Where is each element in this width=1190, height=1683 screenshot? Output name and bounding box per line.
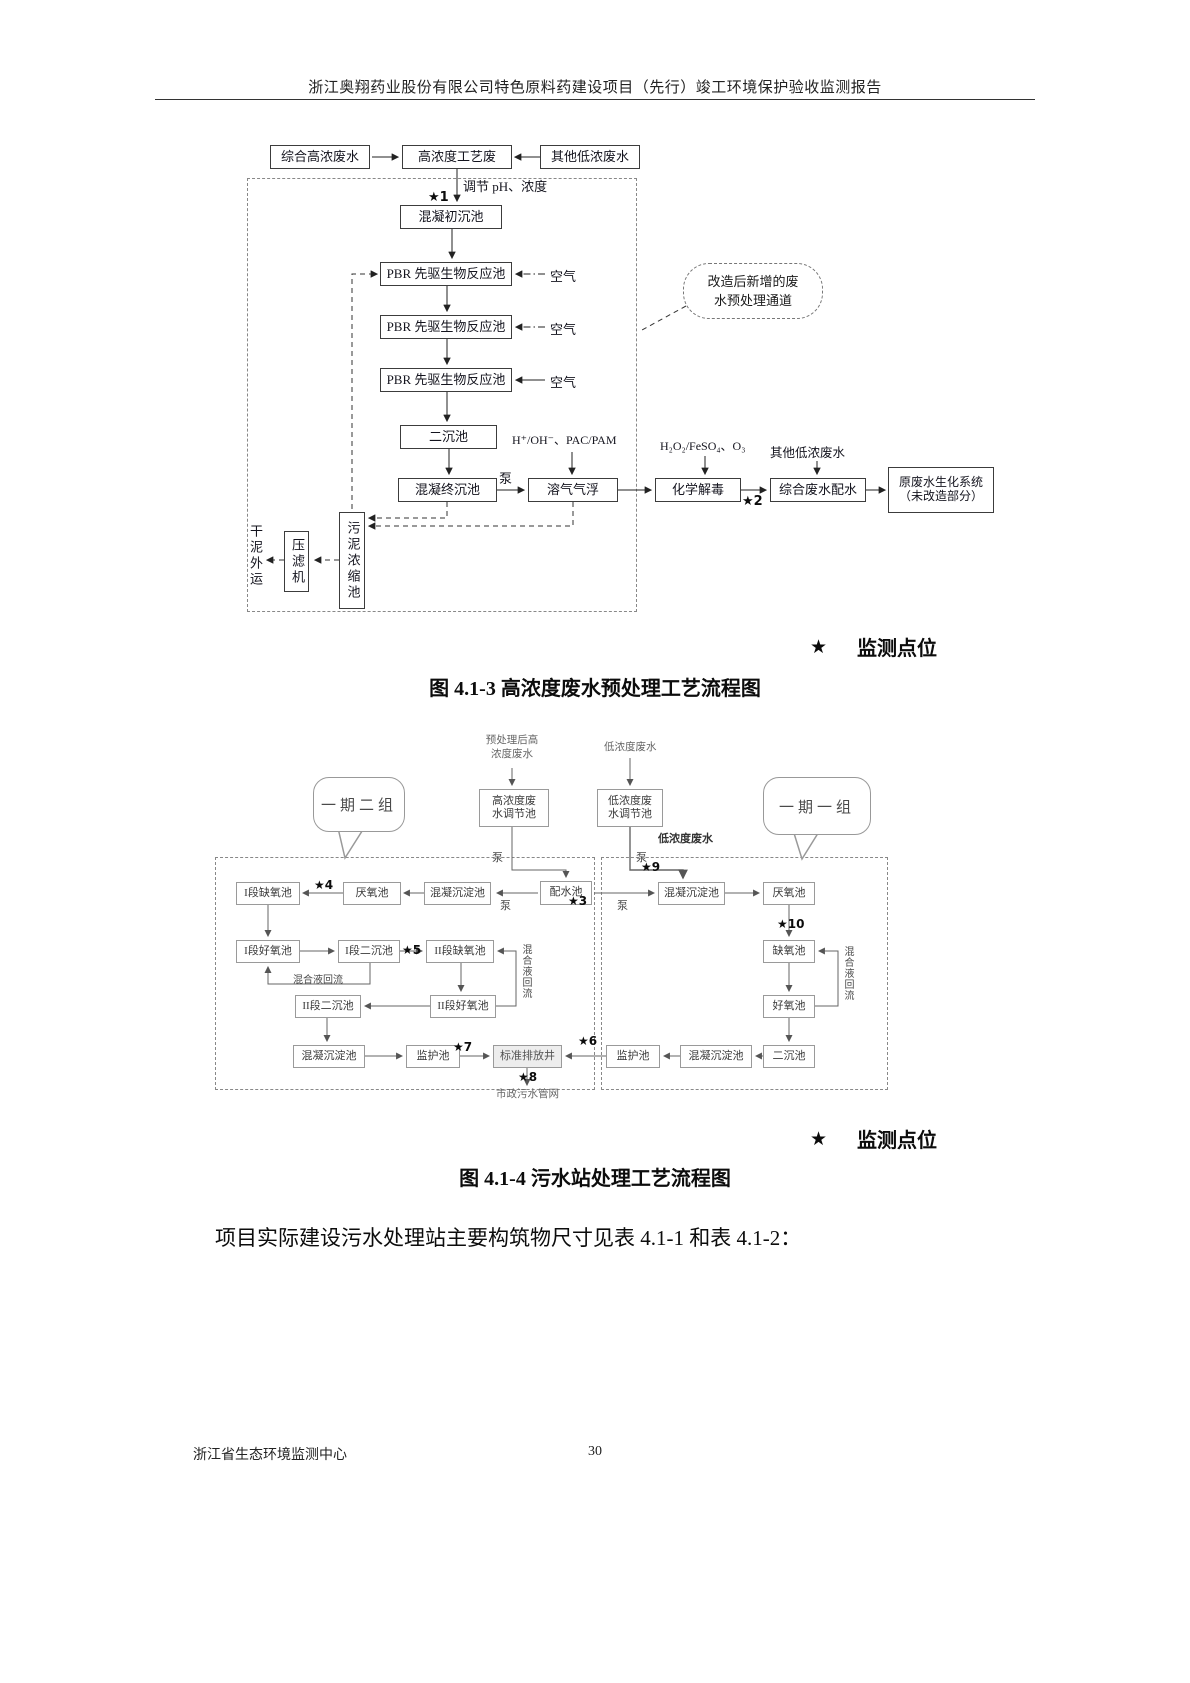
fc1-node-pbr-1: PBR 先驱生物反应池 <box>380 262 512 286</box>
fc2-node-left-coag-sed-1: 混凝沉淀池 <box>424 882 491 905</box>
fc1-label-air-3: 空气 <box>550 375 577 390</box>
body-paragraph: 项目实际建设污水处理站主要构筑物尺寸见表 4.1-1 和表 4.1-2： <box>215 1226 802 1250</box>
fc2-node-left-guard-pool: 监护池 <box>406 1045 460 1068</box>
fc1-label-dry-sludge-out: 干泥外运 <box>248 524 263 588</box>
fc2-caption: 图 4.1-4 污水站处理工艺流程图 <box>459 1168 731 1190</box>
fc2-node-low-conc-tank: 低浓度废 水调节池 <box>597 789 663 827</box>
page-number: 30 <box>588 1444 602 1459</box>
fc2-label-municipal-sewer: 市政污水管网 <box>496 1089 559 1100</box>
fc2-node-right-clarifier: 二沉池 <box>763 1045 815 1068</box>
header-rule <box>155 99 1035 100</box>
fc1-node-combined-distribution: 综合废水配水 <box>770 478 866 502</box>
footer-org-name: 浙江省生态环境监测中心 <box>193 1448 347 1463</box>
fc1-legend: ★ 监测点位 <box>810 632 937 661</box>
fc1-label-other-low-conc: 其他低浓废水 <box>770 446 846 460</box>
fc2-label-low-conc-mid: 低浓度废水 <box>658 833 713 845</box>
fc2-node-left-anaerobic: 厌氧池 <box>343 882 401 905</box>
fc1-caption: 图 4.1-3 高浓度废水预处理工艺流程图 <box>429 678 761 700</box>
fc2-label-recirc-left: 混合液回流 <box>293 975 343 986</box>
fc2-node-stage2-clarifier: II段二沉池 <box>295 995 361 1018</box>
fc1-label-oxidants: H₂O₂/FeSO₄、O₃ <box>660 439 746 453</box>
fc2-node-right-anaerobic: 厌氧池 <box>763 882 815 905</box>
fc2-node-right-coag-sed-2: 混凝沉淀池 <box>680 1045 752 1068</box>
fc2-monitor-point-3: ★3 <box>568 894 588 908</box>
fc2-legend: ★ 监测点位 <box>810 1124 937 1153</box>
fc1-label-air-1: 空气 <box>550 269 577 284</box>
fc1-node-combined-high-conc: 综合高浓废水 <box>270 145 370 169</box>
fc1-monitor-point-1: ★1 <box>428 190 449 205</box>
fc1-label-adjust-ph: 调节 pH、浓度 <box>463 179 548 194</box>
fc1-node-pbr-3: PBR 先驱生物反应池 <box>380 368 512 392</box>
fc1-node-other-low-conc: 其他低浓废水 <box>540 145 640 169</box>
fc1-node-filter-press: 压滤机 <box>284 531 309 592</box>
fc2-group-bubble-right: 一期一组 <box>763 777 871 835</box>
fc2-monitor-point-7: ★7 <box>453 1040 473 1054</box>
fc1-node-pbr-2: PBR 先驱生物反应池 <box>380 315 512 339</box>
fc1-node-secondary-sedimentation: 二沉池 <box>400 425 497 449</box>
fc1-node-high-conc-process: 高浓度工艺废 <box>402 145 512 169</box>
fc2-monitor-point-5: ★5 <box>402 943 422 957</box>
fc1-node-primary-sedimentation: 混凝初沉池 <box>400 205 502 229</box>
fc2-label-low-conc-top: 低浓度废水 <box>604 742 657 753</box>
fc2-node-high-conc-tank: 高浓度废 水调节池 <box>479 789 549 827</box>
fc2-monitor-point-8: ★8 <box>518 1070 538 1084</box>
fc2-node-distribution-pool: 配水池 <box>540 881 592 905</box>
fc2-label-pump-c: 泵 <box>500 900 511 912</box>
fc2-monitor-point-4: ★4 <box>314 878 334 892</box>
fc2-node-stage2-aerobic: II段好氧池 <box>430 995 496 1018</box>
fc2-node-right-aerobic: 好氧池 <box>763 995 815 1018</box>
fc1-label-chemicals: H⁺/OH⁻、PAC/PAM <box>512 433 617 447</box>
fc2-label-pump-a: 泵 <box>492 852 503 864</box>
fc2-node-right-coag-sed-1: 混凝沉淀池 <box>658 882 725 905</box>
fc2-node-stage1-anoxic: I段缺氧池 <box>236 882 300 905</box>
fc2-label-pump-d: 泵 <box>617 900 628 912</box>
fc2-label-recirc-mid: 混合液回流 <box>520 944 531 999</box>
fc1-legend-label: 监测点位 <box>857 638 938 660</box>
fc1-node-dissolved-air-flotation: 溶气气浮 <box>528 478 618 502</box>
star-icon: ★ <box>810 635 828 658</box>
fc2-node-right-anoxic: 缺氧池 <box>763 940 815 963</box>
fc1-monitor-point-2: ★2 <box>742 494 763 509</box>
fc2-node-stage2-anoxic: II段缺氧池 <box>426 940 494 963</box>
fc2-monitor-point-6: ★6 <box>578 1034 598 1048</box>
fc1-dashed-frame <box>247 178 637 612</box>
page-header: 浙江奥翔药业股份有限公司特色原料药建设项目（先行）竣工环境保护验收监测报告 <box>308 80 882 96</box>
fc1-node-final-coag-sedimentation: 混凝终沉池 <box>398 478 497 502</box>
fc2-label-pretreated-high: 预处理后高 浓度废水 <box>485 735 539 760</box>
fc2-monitor-point-9: ★9 <box>641 860 661 874</box>
fc1-label-pump: 泵 <box>499 471 513 486</box>
fc2-node-stage1-clarifier: I段二沉池 <box>338 940 400 963</box>
fc2-node-left-coag-sed-2: 混凝沉淀池 <box>293 1045 365 1068</box>
fc1-node-original-bio-system: 原废水生化系统 （未改造部分） <box>888 467 994 513</box>
fc2-node-right-guard-pool: 监护池 <box>606 1045 660 1068</box>
fc1-callout-new-channel: 改造后新增的废 水预处理通道 <box>683 263 823 319</box>
fc2-node-stage1-aerobic: I段好氧池 <box>236 940 300 963</box>
fc2-node-standard-outfall: 标准排放井 <box>493 1045 562 1068</box>
fc2-group-bubble-left: 一期二组 <box>313 777 405 832</box>
fc2-monitor-point-10: ★10 <box>777 917 805 931</box>
fc1-node-chemical-detox: 化学解毒 <box>655 478 741 502</box>
fc2-right-dashed-frame <box>601 857 888 1090</box>
fc2-legend-label: 监测点位 <box>857 1130 938 1152</box>
fc1-label-air-2: 空气 <box>550 322 577 337</box>
fc2-label-recirc-right: 混合液回流 <box>842 946 853 1001</box>
fc1-node-sludge-thickener: 污泥浓缩池 <box>339 512 365 609</box>
fc2-left-dashed-frame <box>215 857 595 1090</box>
star-icon: ★ <box>810 1127 828 1150</box>
